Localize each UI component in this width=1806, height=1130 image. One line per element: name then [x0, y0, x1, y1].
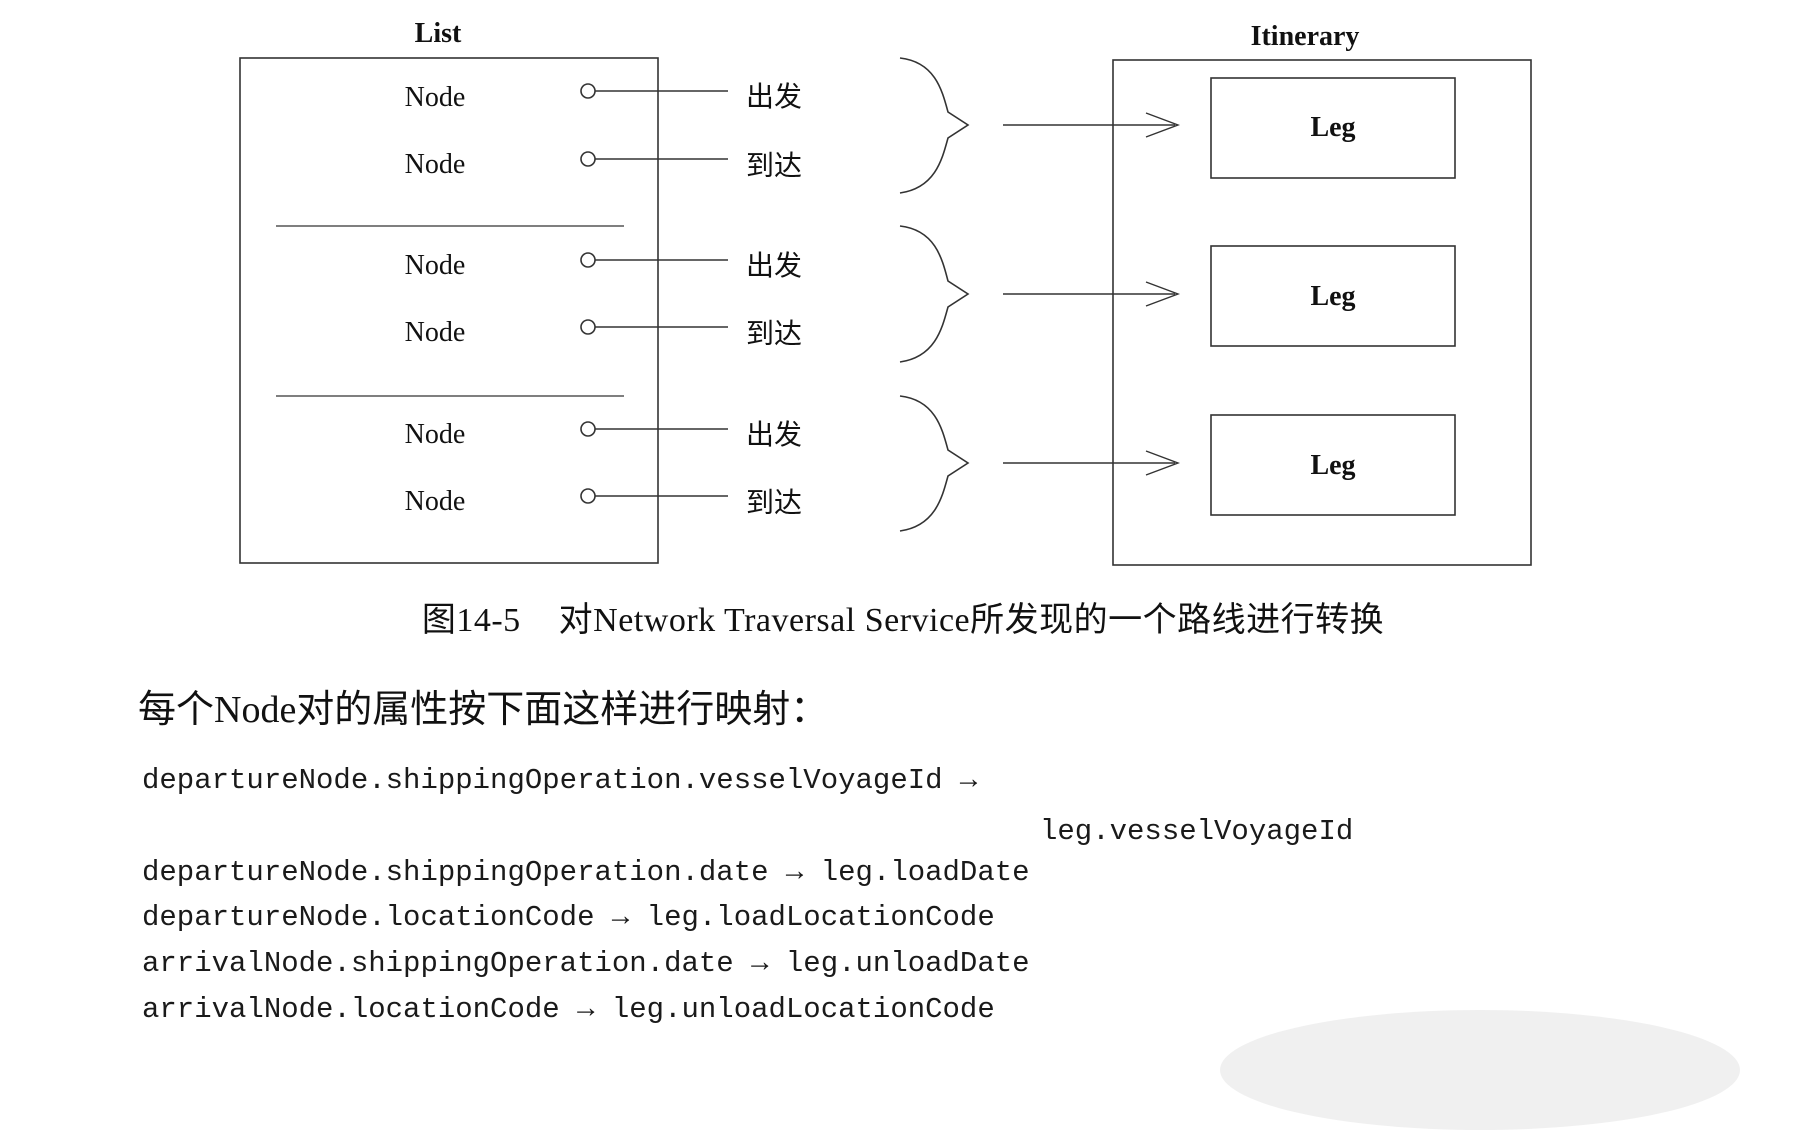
- arrival-label: 到达: [746, 487, 802, 519]
- node-pair-group: Node Node 出发 到达 Leg: [405, 395, 1456, 532]
- code-line: departureNode.locationCode → leg.loadLoc…: [142, 901, 995, 934]
- figure-caption-text: 对Network Traversal Service所发现的一个路线进行转换: [558, 602, 1385, 639]
- code-line: arrivalNode.locationCode → leg.unloadLoc…: [142, 993, 995, 1026]
- leg-box: [1210, 77, 1456, 179]
- node-pair-group: Node Node 出发 到达 Leg: [405, 225, 1456, 363]
- node-label: Node: [405, 419, 466, 450]
- figure-number: 图14-5: [421, 602, 521, 639]
- grouping-brace: [899, 57, 970, 194]
- grouping-brace: [899, 395, 970, 532]
- list-title: List: [415, 18, 462, 49]
- code-line: departureNode.shippingOperation.date → l…: [142, 856, 1030, 889]
- itinerary-box: [1112, 59, 1532, 566]
- itinerary-title: Itinerary: [1251, 21, 1360, 52]
- mapping-intro-paragraph: 每个Node对的属性按下面这样进行映射：: [138, 689, 829, 731]
- connector-dot: [580, 83, 596, 99]
- connector-dot: [580, 151, 596, 167]
- departure-label: 出发: [746, 419, 802, 451]
- departure-label: 出发: [746, 81, 802, 113]
- node-label: Node: [405, 486, 466, 517]
- node-pair-group: Node Node 出发 到达 Leg: [405, 57, 1456, 194]
- node-label: Node: [405, 149, 466, 180]
- transform-arrowhead: [1145, 112, 1180, 138]
- node-label: Node: [405, 82, 466, 113]
- leg-label: Leg: [1310, 450, 1355, 481]
- code-line: arrivalNode.shippingOperation.date → leg…: [142, 947, 1030, 980]
- transform-arrowhead: [1145, 281, 1180, 307]
- scan-shadow: [1220, 1010, 1740, 1130]
- code-line: departureNode.shippingOperation.vesselVo…: [142, 764, 978, 797]
- connector-dot: [580, 319, 596, 335]
- connector-dot: [580, 252, 596, 268]
- connector-dot: [580, 421, 596, 437]
- node-label: Node: [405, 250, 466, 281]
- leg-box: [1210, 245, 1456, 347]
- node-label: Node: [405, 317, 466, 348]
- grouping-brace: [899, 225, 970, 363]
- leg-label: Leg: [1310, 112, 1355, 143]
- leg-box: [1210, 414, 1456, 516]
- leg-label: Leg: [1310, 281, 1355, 312]
- departure-label: 出发: [746, 250, 802, 282]
- code-line: leg.vesselVoyageId: [1040, 815, 1354, 848]
- figure-caption: 图14-5 对Network Traversal Service所发现的一个路线进…: [0, 592, 1806, 641]
- transform-arrowhead: [1145, 450, 1180, 476]
- route-translation-diagram: List Itinerary Node Node 出发 到达 Leg Node …: [239, 18, 1532, 566]
- arrival-label: 到达: [746, 318, 802, 350]
- arrival-label: 到达: [746, 150, 802, 182]
- connector-dot: [580, 488, 596, 504]
- list-box: [239, 57, 659, 564]
